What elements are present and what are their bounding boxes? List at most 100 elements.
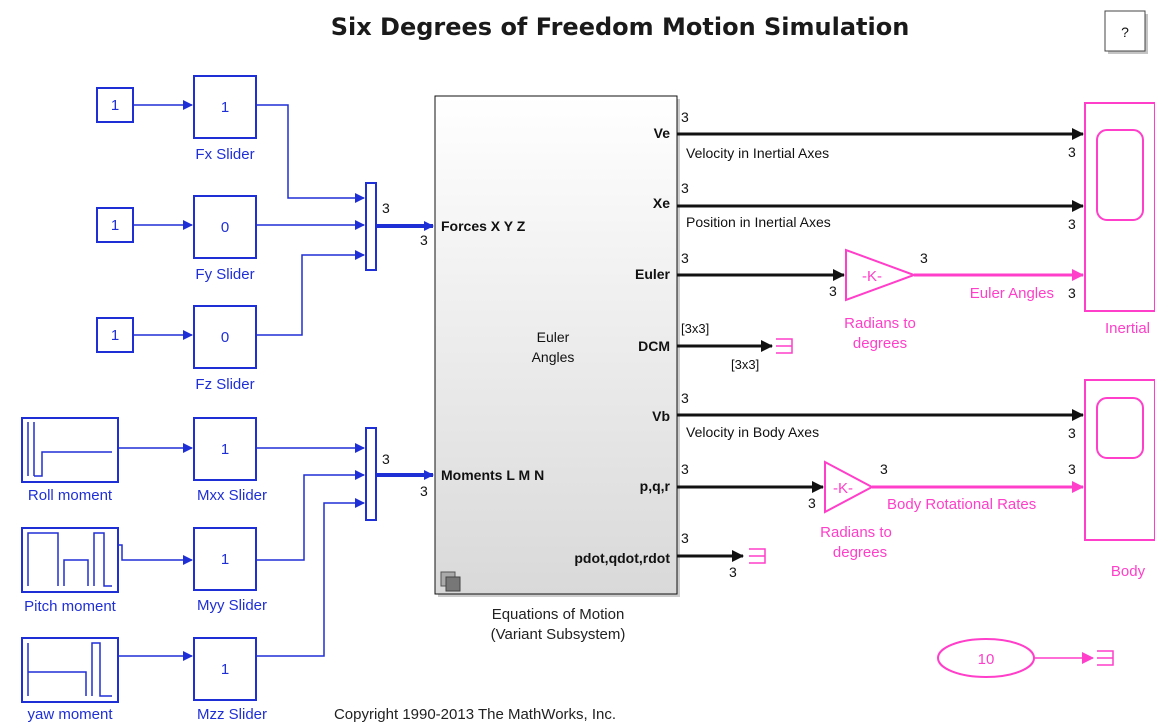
terminator-icon[interactable] bbox=[1097, 650, 1114, 666]
slider-label: Fz Slider bbox=[195, 376, 254, 393]
terminator-icon[interactable] bbox=[749, 548, 766, 564]
help-button[interactable]: ? bbox=[1104, 10, 1148, 54]
gain-label: -K- bbox=[862, 268, 882, 285]
signal-label-euler: Euler Angles bbox=[970, 285, 1054, 302]
output-port-xe: Xe bbox=[653, 195, 670, 211]
constant-block-fz[interactable]: 1 bbox=[96, 317, 134, 353]
force-sources: 1 1 1 1 Fx Slider 0 Fy Slider 0 Fz Slide… bbox=[96, 75, 434, 393]
slider-label: Myy Slider bbox=[197, 597, 267, 614]
dim-label: 3 bbox=[681, 461, 689, 477]
slider-value: 1 bbox=[221, 99, 229, 116]
constant-block-fx[interactable]: 1 bbox=[96, 87, 134, 123]
dim-label: 3 bbox=[1068, 425, 1076, 441]
dim-label: 3 bbox=[1068, 461, 1076, 477]
dim-label: 3 bbox=[829, 283, 837, 299]
output-port-dcm: DCM bbox=[638, 338, 670, 354]
constant-value: 1 bbox=[111, 217, 119, 234]
fz-slider-block[interactable]: 0 Fz Slider bbox=[193, 305, 257, 393]
output-port-pdot: pdot,qdot,rdot bbox=[574, 550, 670, 566]
subsystem-caption: (Variant Subsystem) bbox=[491, 626, 626, 643]
moment-mux-block[interactable] bbox=[365, 427, 377, 521]
subsystem-caption: Equations of Motion bbox=[492, 606, 625, 623]
gain-block-euler[interactable]: -K- Radians to degrees bbox=[844, 248, 917, 352]
slider-label: Mxx Slider bbox=[197, 487, 267, 504]
dim-label: 3 bbox=[420, 483, 428, 499]
help-label: ? bbox=[1121, 24, 1129, 40]
equations-of-motion-subsystem[interactable]: Euler Angles Forces X Y Z Moments L M N … bbox=[434, 95, 680, 643]
force-mux-block[interactable] bbox=[365, 182, 377, 271]
dim-label: [3x3] bbox=[731, 357, 759, 372]
myy-slider-block[interactable]: 1 Myy Slider bbox=[193, 527, 267, 614]
constant-value: 1 bbox=[111, 97, 119, 114]
dim-label: 3 bbox=[681, 390, 689, 406]
slider-value: 1 bbox=[221, 661, 229, 678]
output-port-vb: Vb bbox=[652, 408, 670, 424]
yaw-moment-source[interactable]: yaw moment bbox=[21, 637, 119, 723]
scope-label: Inertial bbox=[1105, 320, 1150, 337]
subsystem-center-label: Euler bbox=[537, 329, 570, 345]
signal-label-vb: Velocity in Body Axes bbox=[686, 424, 819, 440]
fy-slider-block[interactable]: 0 Fy Slider bbox=[193, 195, 257, 283]
subsystem-center-label: Angles bbox=[532, 349, 575, 365]
dim-label: 3 bbox=[382, 200, 390, 216]
dim-label: 3 bbox=[681, 250, 689, 266]
slider-label: Fx Slider bbox=[195, 146, 254, 163]
constant-10-block[interactable]: 10 bbox=[937, 638, 1035, 678]
gain-label: -K- bbox=[833, 480, 853, 497]
input-port-moments: Moments L M N bbox=[441, 467, 544, 483]
output-port-pqr: p,q,r bbox=[640, 478, 671, 494]
inertial-scope[interactable]: Inertial bbox=[1084, 102, 1155, 337]
mxx-slider-block[interactable]: 1 Mxx Slider bbox=[193, 417, 267, 504]
scope-label: Body bbox=[1111, 563, 1146, 580]
pitch-moment-source[interactable]: Pitch moment bbox=[21, 527, 119, 615]
moment-sources: Roll moment Pitch moment yaw moment 1 Mx… bbox=[21, 417, 434, 723]
source-label: yaw moment bbox=[27, 706, 113, 723]
signal-label-rates: Body Rotational Rates bbox=[887, 496, 1036, 513]
fx-slider-block[interactable]: 1 Fx Slider bbox=[193, 75, 257, 163]
slider-value: 0 bbox=[221, 329, 229, 346]
gain-caption: degrees bbox=[853, 335, 907, 352]
source-label: Roll moment bbox=[28, 487, 113, 504]
dim-label: [3x3] bbox=[681, 321, 709, 336]
signal-line bbox=[256, 470, 365, 561]
dim-label: 3 bbox=[681, 530, 689, 546]
slider-label: Mzz Slider bbox=[197, 706, 267, 723]
variant-icon bbox=[440, 571, 461, 592]
gain-block-rates[interactable]: -K- Radians to degrees bbox=[820, 460, 892, 561]
signal-line bbox=[118, 544, 193, 565]
dim-label: 3 bbox=[681, 180, 689, 196]
dim-label: 3 bbox=[1068, 144, 1076, 160]
copyright-text: Copyright 1990-2013 The MathWorks, Inc. bbox=[334, 706, 616, 723]
page-title: Six Degrees of Freedom Motion Simulation bbox=[331, 13, 910, 41]
mzz-slider-block[interactable]: 1 Mzz Slider bbox=[193, 637, 267, 723]
dim-label: 3 bbox=[1068, 216, 1076, 232]
slider-value: 1 bbox=[221, 551, 229, 568]
constant-block-fy[interactable]: 1 bbox=[96, 207, 134, 243]
gain-caption: Radians to bbox=[844, 315, 916, 332]
gain-caption: degrees bbox=[833, 544, 887, 561]
dim-label: 3 bbox=[880, 461, 888, 477]
roll-moment-source[interactable]: Roll moment bbox=[21, 417, 119, 504]
signal-line bbox=[256, 250, 365, 336]
output-port-ve: Ve bbox=[654, 125, 671, 141]
terminator-icon[interactable] bbox=[776, 338, 793, 354]
input-port-forces: Forces X Y Z bbox=[441, 218, 526, 234]
constant-value: 10 bbox=[978, 651, 995, 668]
signal-line bbox=[256, 498, 365, 657]
source-label: Pitch moment bbox=[24, 598, 117, 615]
signal-label-ve: Velocity in Inertial Axes bbox=[686, 145, 829, 161]
output-port-euler: Euler bbox=[635, 266, 671, 282]
dim-label: 3 bbox=[1068, 285, 1076, 301]
dim-label: 3 bbox=[920, 250, 928, 266]
signal-label-xe: Position in Inertial Axes bbox=[686, 214, 831, 230]
slider-value: 1 bbox=[221, 441, 229, 458]
body-scope[interactable]: Body bbox=[1084, 379, 1155, 580]
dim-label: 3 bbox=[808, 495, 816, 511]
constant-value: 1 bbox=[111, 327, 119, 344]
output-signals: 3 3 Velocity in Inertial Axes 3 3 Positi… bbox=[677, 109, 1084, 580]
dim-label: 3 bbox=[420, 232, 428, 248]
dim-label: 3 bbox=[382, 451, 390, 467]
slider-label: Fy Slider bbox=[195, 266, 254, 283]
signal-line bbox=[256, 104, 365, 203]
gain-caption: Radians to bbox=[820, 524, 892, 541]
